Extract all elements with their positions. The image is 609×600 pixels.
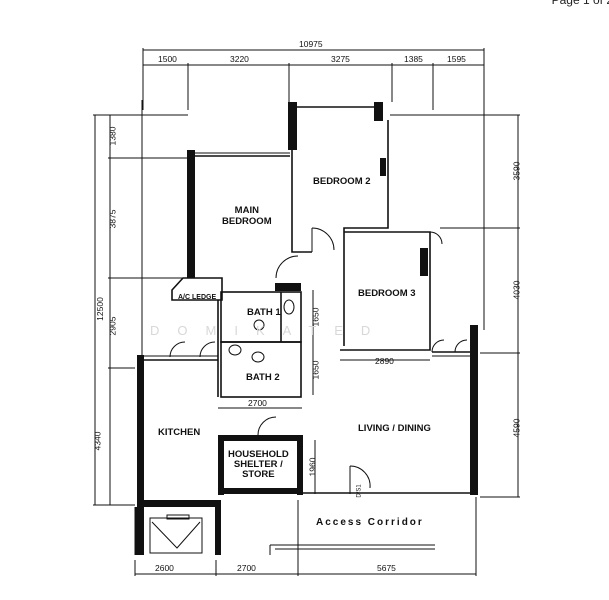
room-label-bath-2: BATH 2	[246, 372, 280, 383]
room-label-bath-1: BATH 1	[247, 307, 281, 318]
dim-bath2-height: 1650	[310, 360, 321, 380]
dim-top-total: 10975	[299, 39, 323, 49]
watermark: DOMIKATED	[150, 323, 389, 338]
dim-bath1-height: 1650	[310, 307, 321, 327]
dim-right-3: 4590	[511, 418, 522, 438]
dim-left-total: 12500	[94, 297, 105, 321]
dim-left-2: 3875	[107, 209, 118, 229]
dim-bedroom3-width: 2890	[375, 356, 394, 366]
dim-bottom-3: 5675	[377, 563, 396, 573]
room-label-access-corridor: Access Corridor	[316, 517, 424, 528]
dim-top-1: 1500	[158, 54, 177, 64]
dim-right-1: 3590	[511, 161, 522, 181]
room-label-household-shelter: HOUSEHOLD SHELTER / STORE	[228, 449, 289, 480]
door-tag: D/S1	[356, 484, 363, 498]
dim-left-3: 2905	[107, 316, 118, 336]
dim-top-3: 3275	[331, 54, 350, 64]
dim-left-4: 4340	[92, 431, 103, 451]
dim-bottom-2: 2700	[237, 563, 256, 573]
page-number-label: Page 1 of 2	[551, 0, 609, 7]
room-label-ac-ledge: A/C LEDGE	[178, 294, 217, 301]
dim-top-4: 1385	[404, 54, 423, 64]
dim-bath-width: 2700	[248, 398, 267, 408]
room-label-bedroom-3: BEDROOM 3	[358, 288, 416, 299]
room-label-main-bedroom: MAIN BEDROOM	[222, 205, 272, 227]
dim-top-5: 1595	[447, 54, 466, 64]
dim-top-2: 3220	[230, 54, 249, 64]
dim-shelter-height: 1960	[307, 457, 318, 477]
dim-right-2: 4030	[511, 280, 522, 300]
dim-bottom-1: 2600	[155, 563, 174, 573]
dim-left-1: 1380	[107, 126, 118, 146]
room-label-kitchen: KITCHEN	[158, 427, 201, 438]
room-label-living-dining: LIVING / DINING	[358, 423, 431, 434]
room-label-bedroom-2: BEDROOM 2	[313, 176, 371, 187]
